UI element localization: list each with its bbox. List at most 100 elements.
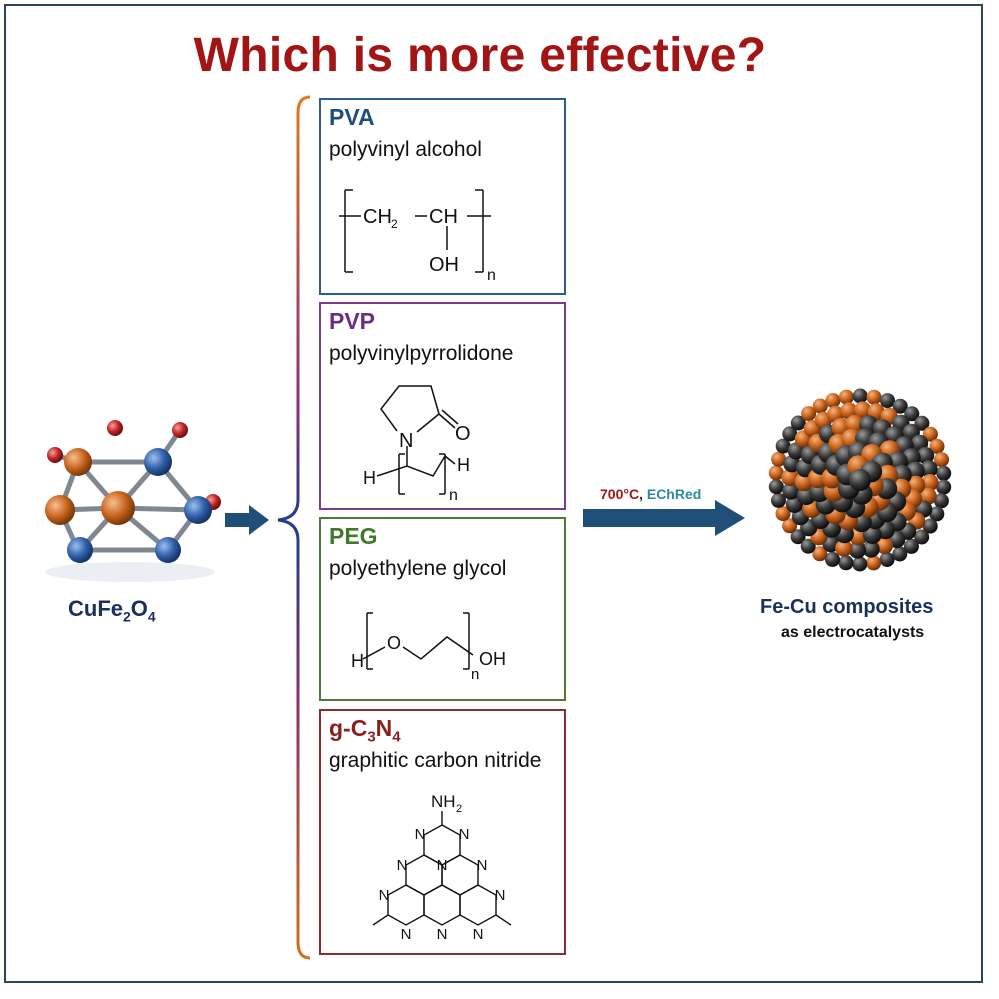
iron-sphere bbox=[904, 406, 920, 422]
copper-sphere bbox=[854, 401, 872, 419]
pva-structure: CH 2 CH OH n bbox=[339, 189, 496, 284]
iron-sphere bbox=[936, 465, 952, 481]
iron-sphere bbox=[800, 538, 816, 554]
copper-sphere bbox=[838, 389, 854, 405]
iron-sphere bbox=[775, 438, 791, 454]
copper-sphere bbox=[835, 539, 853, 557]
reaction-conditions: 700°C, EChRed bbox=[600, 486, 701, 502]
copper-sphere bbox=[812, 546, 828, 562]
iron-sphere bbox=[825, 551, 840, 567]
iron-sphere bbox=[782, 426, 798, 442]
pvp-abbreviation: PVP bbox=[329, 308, 376, 334]
arrow-to-polymers bbox=[225, 505, 269, 535]
iron-sphere bbox=[892, 546, 908, 562]
gcn-n-atom: N bbox=[477, 857, 488, 874]
pvp-h-left: H bbox=[363, 468, 376, 488]
iron-sphere bbox=[790, 529, 806, 545]
precursor-formula: CuFe2O4 bbox=[68, 596, 156, 625]
peg-abbreviation: PEG bbox=[329, 523, 378, 549]
gcn-n-atom: N bbox=[437, 857, 448, 874]
pva-ch2-subscript: 2 bbox=[391, 217, 398, 231]
cufe2o4-crystal-structure bbox=[45, 420, 221, 582]
curly-brace bbox=[277, 95, 311, 960]
iron-sphere bbox=[768, 479, 784, 495]
gcn-n-atom: N bbox=[401, 926, 412, 943]
pvp-h-right: H bbox=[457, 455, 470, 475]
iron-sphere bbox=[852, 556, 868, 572]
iron-sphere bbox=[852, 388, 868, 404]
copper-sphere bbox=[934, 452, 949, 468]
iron-sphere bbox=[849, 469, 871, 491]
iron-sphere bbox=[892, 398, 908, 414]
pva-ch2-label: CH bbox=[363, 206, 392, 228]
copper-sphere bbox=[812, 398, 828, 414]
copper-sphere bbox=[866, 555, 882, 571]
copper-sphere bbox=[782, 518, 798, 534]
iron-sphere bbox=[917, 447, 935, 465]
pvp-n-atom: N bbox=[399, 430, 413, 452]
gcn-n-atom: N bbox=[437, 926, 448, 943]
iron-sphere bbox=[922, 518, 938, 534]
pvp-o-atom: O bbox=[455, 423, 471, 445]
copper-sphere bbox=[921, 474, 939, 492]
copper-sphere bbox=[801, 406, 817, 422]
copper-sphere bbox=[768, 465, 784, 481]
iron-sphere bbox=[936, 479, 952, 495]
copper-sphere bbox=[866, 389, 882, 405]
pvp-structure: N O H H n bbox=[363, 385, 471, 504]
product-name: Fe-Cu composites bbox=[760, 596, 934, 618]
iron-sphere bbox=[790, 415, 806, 431]
figure-title: Which is more effective? bbox=[193, 29, 767, 82]
iron-sphere bbox=[880, 393, 895, 409]
iron-sphere bbox=[903, 538, 919, 554]
pva-box: PVA polyvinyl alcohol CH 2 CH OH n bbox=[319, 98, 566, 295]
product-subtitle: as electrocatalysts bbox=[781, 624, 925, 641]
gcn-nh2-subscript: 2 bbox=[456, 803, 462, 815]
copper-sphere bbox=[919, 487, 937, 505]
gcn-n-atom: N bbox=[415, 826, 426, 843]
fe-cu-composite-particle bbox=[768, 388, 952, 572]
pva-oh-label: OH bbox=[429, 254, 459, 276]
pva-name: polyvinyl alcohol bbox=[329, 138, 482, 161]
iron-sphere bbox=[838, 555, 854, 571]
gcn-n-atom: N bbox=[379, 887, 390, 904]
gcn-nh2-label: NH bbox=[431, 792, 456, 811]
gcn-n-atom: N bbox=[459, 826, 470, 843]
temperature-label: 700°C bbox=[600, 486, 640, 502]
condition-separator: , bbox=[639, 486, 643, 502]
iron-sphere bbox=[879, 552, 895, 567]
pva-repeat-n: n bbox=[487, 267, 496, 284]
gcn-n-atom: N bbox=[397, 857, 408, 874]
peg-repeat-n: n bbox=[471, 666, 479, 683]
gcn-n-atom: N bbox=[473, 926, 484, 943]
iron-sphere bbox=[920, 460, 938, 478]
copper-sphere bbox=[771, 451, 787, 467]
iron-sphere bbox=[862, 540, 880, 558]
pvp-box: PVP polyvinylpyrrolidone N O H H n bbox=[319, 302, 566, 510]
iron-sphere bbox=[782, 482, 800, 500]
peg-h-atom: H bbox=[351, 651, 364, 671]
copper-sphere bbox=[781, 468, 799, 486]
arrow-to-product bbox=[583, 500, 745, 536]
copper-sphere bbox=[875, 537, 893, 555]
iron-sphere bbox=[933, 493, 949, 509]
pva-abbreviation: PVA bbox=[329, 104, 375, 130]
pva-ch-label: CH bbox=[429, 206, 458, 228]
iron-sphere bbox=[929, 506, 945, 522]
gcn-structure: NH 2 N N N N N N N N N N bbox=[372, 792, 512, 943]
copper-sphere bbox=[922, 426, 938, 442]
iron-sphere bbox=[914, 415, 930, 431]
copper-sphere bbox=[775, 506, 791, 522]
figure-frame bbox=[4, 4, 983, 983]
peg-name: polyethylene glycol bbox=[329, 557, 507, 580]
peg-structure: H O OH n bbox=[351, 612, 506, 683]
iron-sphere bbox=[914, 529, 930, 545]
gcn-box: g-C3N4 graphitic carbon nitride NH 2 N N… bbox=[319, 709, 566, 955]
copper-sphere bbox=[929, 438, 945, 454]
peg-o-atom: O bbox=[387, 633, 401, 653]
pvp-repeat-n: n bbox=[449, 487, 458, 504]
gcn-abbreviation: g-C3N4 bbox=[329, 715, 401, 746]
peg-box: PEG polyethylene glycol H O OH n bbox=[319, 517, 566, 701]
peg-oh-label: OH bbox=[479, 649, 506, 669]
method-label: EChRed bbox=[646, 486, 702, 502]
